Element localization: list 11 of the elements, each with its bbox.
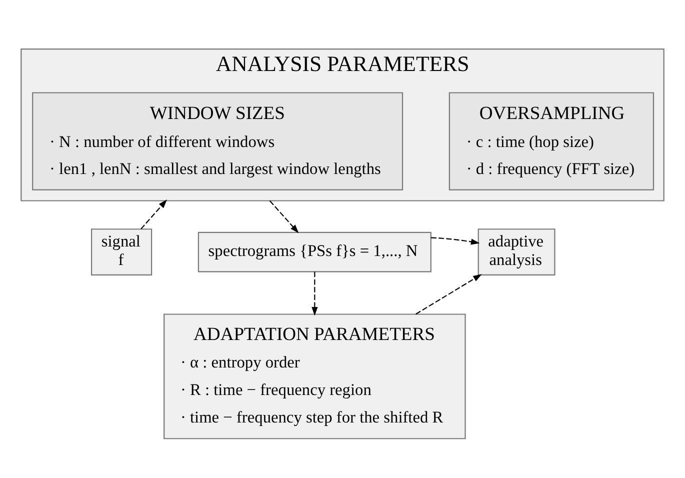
node-box: ADAPTATION PARAMETERS · α : entropy order · R : time − frequency region · time − frequency step for the shifted R <box>164 313 466 439</box>
node-box: spectrograms {PSs f}s = 1,..., N <box>198 231 432 272</box>
arrow <box>430 236 480 244</box>
arrow <box>140 199 168 229</box>
arrow <box>312 271 318 316</box>
arrow <box>269 200 299 233</box>
node-box: OVERSAMPLING · c : time (hop size) · d : frequency (FFT size) <box>448 92 654 190</box>
node-box: adaptive analysis <box>478 228 556 275</box>
node-box: signal f <box>91 228 152 275</box>
arrow <box>416 274 482 314</box>
node-box: WINDOW SIZES · N : number of different windows · len1 , lenN : smallest and largest window lengths <box>32 92 404 190</box>
